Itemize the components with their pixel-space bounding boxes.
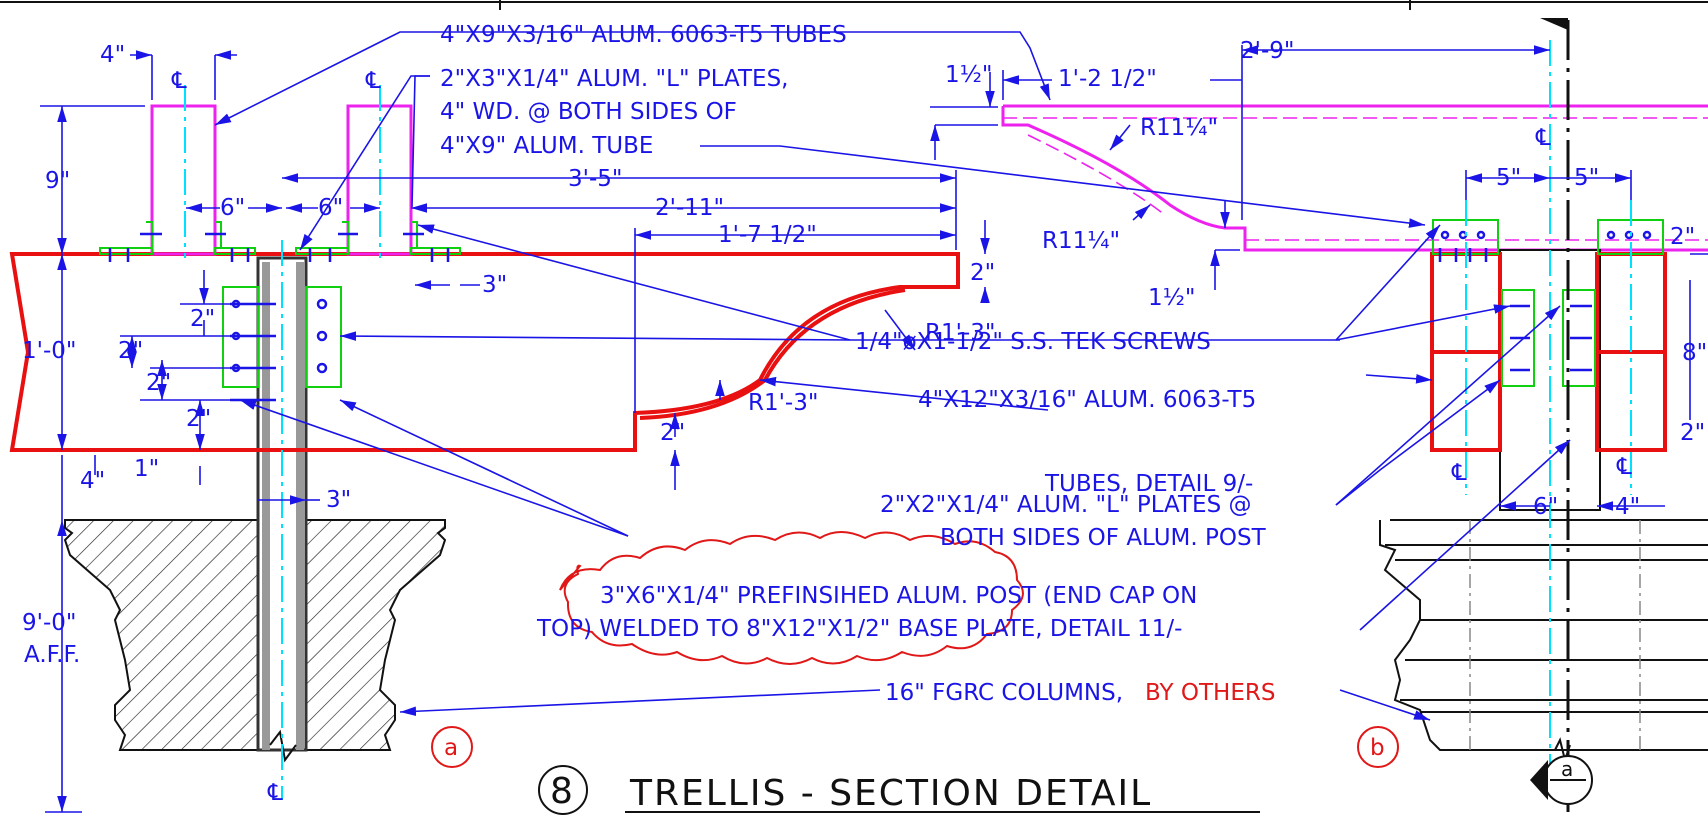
- dim-6in-a: 6": [220, 195, 245, 221]
- tube-4x9-right: [1001, 104, 1708, 252]
- dim-r1-3-a: R1'-3": [925, 320, 995, 346]
- dim-2a: 2": [190, 306, 215, 332]
- note-tubes-4x9: 4"X9"X3/16" ALUM. 6063-T5 TUBES: [440, 22, 847, 48]
- title-number-circle: [538, 765, 588, 815]
- dim-5b: 5": [1574, 165, 1599, 191]
- dim-2c: 2": [146, 370, 171, 396]
- revision-cloud: [559, 531, 1024, 665]
- dim-4in-b: 4": [80, 468, 105, 494]
- section-marker: [1530, 755, 1593, 805]
- detail-b-label: b: [1370, 735, 1385, 761]
- dim-2r2: 2": [1680, 420, 1705, 446]
- dim-6in-b: 6": [318, 195, 343, 221]
- dim-aff: A.F.F.: [24, 642, 80, 668]
- note-by-others: BY OTHERS: [1145, 680, 1275, 706]
- note-tubes-4x12-b: TUBES, DETAIL 9/-: [1044, 471, 1253, 497]
- page-title: TRELLIS - SECTION DETAIL: [629, 773, 1152, 814]
- column-b: [1379, 519, 1708, 751]
- dim-9in: 9": [45, 168, 70, 194]
- note-l-plates-2x3-b: 4" WD. @ BOTH SIDES OF: [440, 99, 737, 125]
- cl-marker-2: ℄: [365, 68, 381, 94]
- dim-9-0: 9'-0": [22, 610, 76, 636]
- dim-1-2: 1'-2 1/2": [1058, 66, 1157, 92]
- note-tek-screws: 1/4"øX1-1/2" S.S. TEK SCREWS: [855, 329, 1211, 355]
- cl-marker-6: ℄: [1616, 454, 1632, 480]
- cl-marker-4: ℄: [1535, 125, 1551, 151]
- note-columns: 16" FGRC COLUMNS,: [885, 680, 1123, 706]
- dim-6b: 6": [1533, 494, 1558, 520]
- dim-1-5a: 1½": [945, 62, 993, 88]
- dim-1-0: 1'-0": [22, 338, 76, 364]
- detail-marker-a: [431, 726, 473, 768]
- note-post-a: 3"X6"X1/4" PREFINSIHED ALUM. POST (END C…: [600, 583, 1197, 609]
- note-l-plates-2x3-a: 2"X3"X1/4" ALUM. "L" PLATES,: [440, 66, 788, 92]
- dim-2in-r: 2": [970, 260, 995, 286]
- dim-3-5: 3'-5": [568, 166, 622, 192]
- dim-2d: 2": [186, 406, 211, 432]
- cl-marker-5: ℄: [1451, 460, 1467, 486]
- dims-right: [930, 45, 1708, 511]
- dim-4in: 4": [100, 42, 125, 68]
- note-post-b: TOP) WELDED TO 8"X12"X1/2" BASE PLATE, D…: [536, 616, 1182, 642]
- tek-screws-left: [108, 232, 450, 262]
- dim-4b: 4": [1615, 494, 1640, 520]
- note-l-plates-2x3-c: 4"X9" ALUM. TUBE: [440, 133, 653, 159]
- dim-2in-low: 2": [660, 420, 685, 446]
- sheet-border: [0, 0, 1708, 10]
- column-a: [63, 519, 447, 751]
- detail-marker-b: [1357, 726, 1399, 768]
- cl-marker-3: ℄: [267, 780, 283, 806]
- dims-left: [40, 50, 990, 813]
- detail-a-label: a: [444, 735, 458, 761]
- dim-2-9: 2'-9": [1240, 38, 1294, 64]
- dim-2r1: 2": [1670, 224, 1695, 250]
- dim-5a: 5": [1496, 165, 1521, 191]
- dim-1-5b: 1½": [1148, 285, 1196, 311]
- tube-4x9-left: [150, 104, 217, 256]
- dim-r11-a: R11¼": [1140, 115, 1218, 141]
- post-screws-b: [1438, 230, 1652, 372]
- dim-r11-b: R11¼": [1042, 228, 1120, 254]
- dim-8: 8": [1682, 340, 1707, 366]
- l-plates-top-left: [99, 221, 461, 255]
- title-number: 8: [550, 771, 575, 812]
- note-l-plates-2x2-a: 2"X2"X1/4" ALUM. "L" PLATES @: [880, 492, 1251, 518]
- note-tubes-4x12-a: 4"X12"X3/16" ALUM. 6063-T5: [918, 387, 1256, 413]
- dim-1in: 1": [134, 456, 159, 482]
- dim-1-7: 1'-7 1/2": [718, 222, 817, 248]
- dim-r1-3-b: R1'-3": [748, 390, 818, 416]
- cl-marker-1: ℄: [171, 68, 187, 94]
- note-l-plates-2x2-b: BOTH SIDES OF ALUM. POST: [940, 525, 1267, 551]
- dim-3in: 3": [482, 272, 507, 298]
- leader-lines: [214, 31, 1571, 721]
- dim-2-11: 2'-11": [655, 195, 724, 221]
- section-label: a: [1561, 757, 1573, 781]
- dim-2b: 2": [118, 338, 143, 364]
- dim-3in-b: 3": [326, 487, 351, 513]
